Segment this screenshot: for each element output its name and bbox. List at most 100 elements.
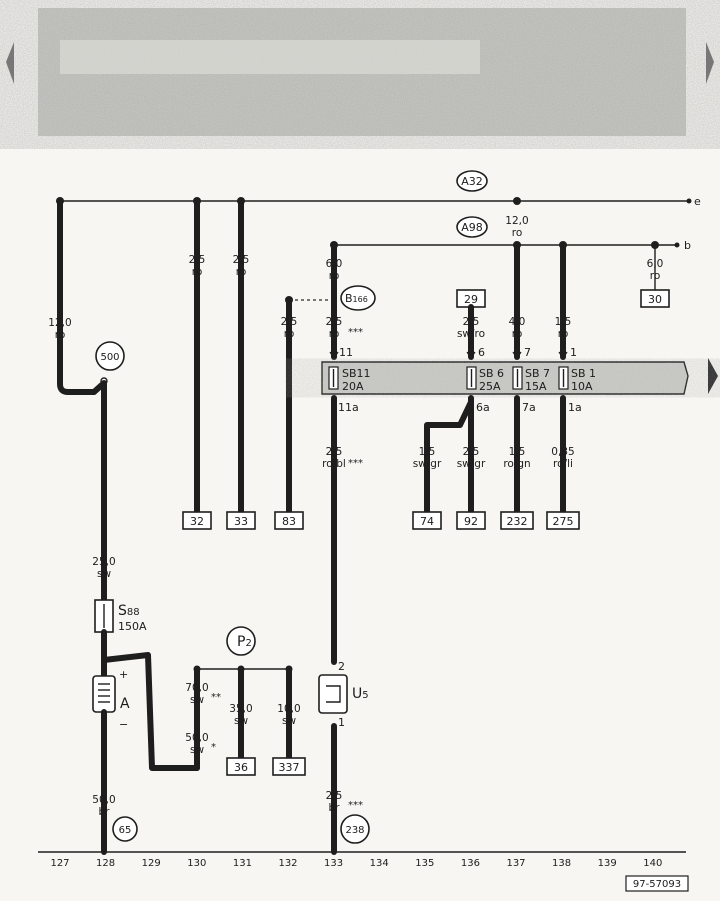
wire-135-out-color: sw/gr	[413, 458, 442, 470]
wire-133-low-mark: ***	[348, 458, 363, 469]
svg-text:SB11: SB11	[342, 367, 371, 380]
column-number: 136	[461, 858, 480, 869]
column-number: 131	[233, 858, 252, 869]
svg-text:B166: B166	[345, 292, 368, 305]
busbar-junctions	[56, 197, 659, 249]
terminal-33: 33	[226, 511, 256, 530]
column-number: 137	[506, 858, 525, 869]
fuse-pin-arrows	[329, 351, 568, 360]
wire-139-gauge: 6,0	[647, 258, 664, 270]
column-number: 132	[278, 858, 297, 869]
wire-136-in-color: sw/ro	[457, 328, 485, 340]
wire-133-top-gauge: 6,0	[326, 258, 343, 270]
svg-text:6: 6	[478, 346, 485, 359]
svg-text:S88: S88	[118, 603, 140, 619]
wire-128-lower-gauge: 50,0	[92, 794, 115, 806]
svg-text:6a: 6a	[476, 401, 490, 414]
fuse-sb11: 11 SB11 20A 11a	[328, 346, 371, 414]
terminal-74: 74	[412, 511, 442, 530]
terminal-30: 30	[640, 289, 670, 308]
wire-137-out-gauge: 1,5	[509, 446, 526, 458]
busbar-a32-tag: A32	[456, 170, 488, 192]
wire-130-upper-mark: **	[211, 692, 221, 703]
wire-137-in-gauge: 4,0	[509, 316, 526, 328]
svg-text:20A: 20A	[342, 380, 364, 393]
figure-id-box: 97-57093	[625, 875, 689, 892]
wire-136-out-gauge: 2,5	[463, 446, 480, 458]
svg-text:238: 238	[345, 825, 364, 836]
svg-text:29: 29	[464, 293, 478, 306]
wire-130-lower-color: sw	[190, 744, 204, 756]
svg-text:15A: 15A	[525, 380, 547, 393]
wire-128-upper-color: sw	[97, 568, 111, 580]
wire-130-upper-gauge: 70,0	[185, 682, 208, 694]
svg-text:10A: 10A	[571, 380, 593, 393]
wire-135-out	[424, 399, 474, 514]
wire-133-top-color: ro	[329, 270, 340, 282]
svg-text:SB 1: SB 1	[571, 367, 596, 380]
wire-137-top-color: ro	[512, 227, 523, 239]
column-number: 134	[370, 858, 389, 869]
wire-133-low-color: ro/bl	[322, 458, 346, 470]
connector-b166: B166	[340, 285, 376, 311]
wire-133-mid-gauge: 2,5	[326, 316, 343, 328]
wire-127	[57, 198, 107, 395]
wire-131-gauge: 2,5	[233, 254, 250, 266]
svg-text:74: 74	[420, 515, 434, 528]
battery-plus-node	[101, 665, 107, 671]
svg-text:30: 30	[648, 293, 662, 306]
battery-a: + − A	[92, 668, 130, 731]
page-marker-left-icon	[6, 42, 14, 84]
svg-text:A98: A98	[461, 221, 483, 234]
column-number: 129	[142, 858, 161, 869]
column-number: 139	[598, 858, 617, 869]
svg-text:1: 1	[338, 716, 345, 729]
svg-text:500: 500	[100, 352, 119, 363]
svg-text:7: 7	[524, 346, 531, 359]
continue-arrow-icon	[708, 358, 718, 394]
busbar-a98-end-label: b	[684, 239, 691, 252]
column-number: 128	[96, 858, 115, 869]
svg-text:A32: A32	[461, 175, 483, 188]
wire-137-top-gauge: 12,0	[505, 215, 528, 227]
terminal-29: 29	[456, 289, 486, 308]
wire-127-color: ro	[55, 329, 66, 341]
fuse-sb1: 1 SB 1 10A 1a	[558, 346, 596, 414]
wire-137-in-color: ro	[512, 328, 523, 340]
connector-238: 238	[340, 814, 370, 844]
wire-130-upper-color: sw	[190, 694, 204, 706]
svg-text:337: 337	[279, 761, 300, 774]
svg-text:65: 65	[119, 825, 132, 836]
wire-138-out-gauge: 0,35	[551, 446, 574, 458]
main-fuse-s88: S88 150A	[94, 599, 147, 633]
wire-133-low-gauge: 2,5	[326, 446, 343, 458]
wire-131-lower-color: sw	[234, 715, 248, 727]
terminal-275: 275	[546, 511, 580, 530]
wire-131-lower-gauge: 35,0	[229, 703, 252, 715]
fuse-sb7: 7 SB 7 15A 7a	[512, 346, 550, 414]
wire-130-lower-mark: *	[211, 742, 216, 753]
terminal-92: 92	[456, 511, 486, 530]
svg-text:275: 275	[553, 515, 574, 528]
busbar-a32-end-label: e	[694, 195, 701, 208]
page-marker-right-icon	[706, 42, 714, 84]
svg-text:83: 83	[282, 515, 296, 528]
svg-text:SB 6: SB 6	[479, 367, 504, 380]
wire-133-bot-gauge: 2,5	[326, 790, 343, 802]
wire-139-color: ro	[650, 270, 661, 282]
wire-130-gauge: 2,5	[189, 254, 206, 266]
svg-text:25A: 25A	[479, 380, 501, 393]
wire-132-color: ro	[284, 328, 295, 340]
column-number: 140	[643, 858, 662, 869]
wire-131-color: ro	[236, 266, 247, 278]
svg-text:32: 32	[190, 515, 204, 528]
wire-136-out-color: sw/gr	[457, 458, 486, 470]
wire-132-lower-color: sw	[282, 715, 296, 727]
svg-text:11: 11	[339, 346, 353, 359]
svg-text:+: +	[119, 668, 128, 681]
svg-text:150A: 150A	[118, 620, 147, 633]
svg-text:−: −	[119, 718, 128, 731]
wire-137-out-color: ro/gn	[503, 458, 530, 470]
